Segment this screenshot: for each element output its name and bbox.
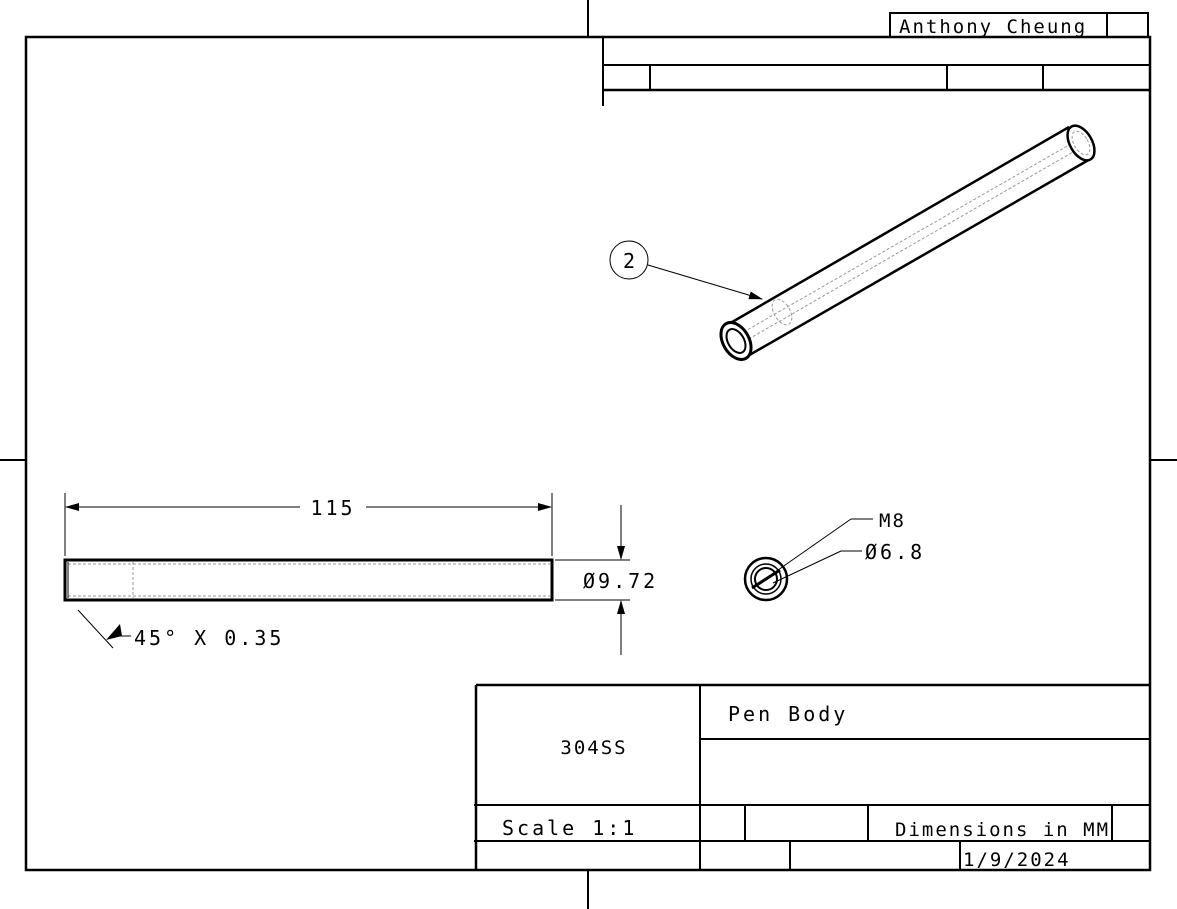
end-view	[743, 518, 873, 602]
part-balloon	[609, 240, 763, 300]
sheet-border	[24, 35, 1152, 872]
balloon-number: 2	[623, 249, 635, 273]
front-view	[63, 558, 554, 602]
units-note: Dimensions in MM	[895, 819, 1110, 841]
isometric-view	[719, 124, 1096, 361]
inner-diameter-callout: Ø6.8	[865, 540, 925, 564]
author-name: Anthony Cheung	[899, 16, 1087, 38]
part-name: Pen Body	[728, 702, 848, 726]
scale: Scale 1:1	[502, 816, 637, 840]
chamfer-note: 45° X 0.35	[134, 626, 284, 650]
length-dimension	[64, 493, 553, 556]
material: 304SS	[560, 737, 627, 759]
title-block	[474, 683, 1150, 870]
drawing-date: 1/9/2024	[963, 849, 1071, 871]
diameter-dimension	[555, 505, 630, 655]
revision-block	[602, 12, 1150, 106]
thread-callout: M8	[879, 510, 906, 532]
chamfer-leader	[77, 609, 131, 649]
diameter-value: Ø9.72	[583, 569, 658, 593]
length-value: 115	[310, 496, 355, 520]
